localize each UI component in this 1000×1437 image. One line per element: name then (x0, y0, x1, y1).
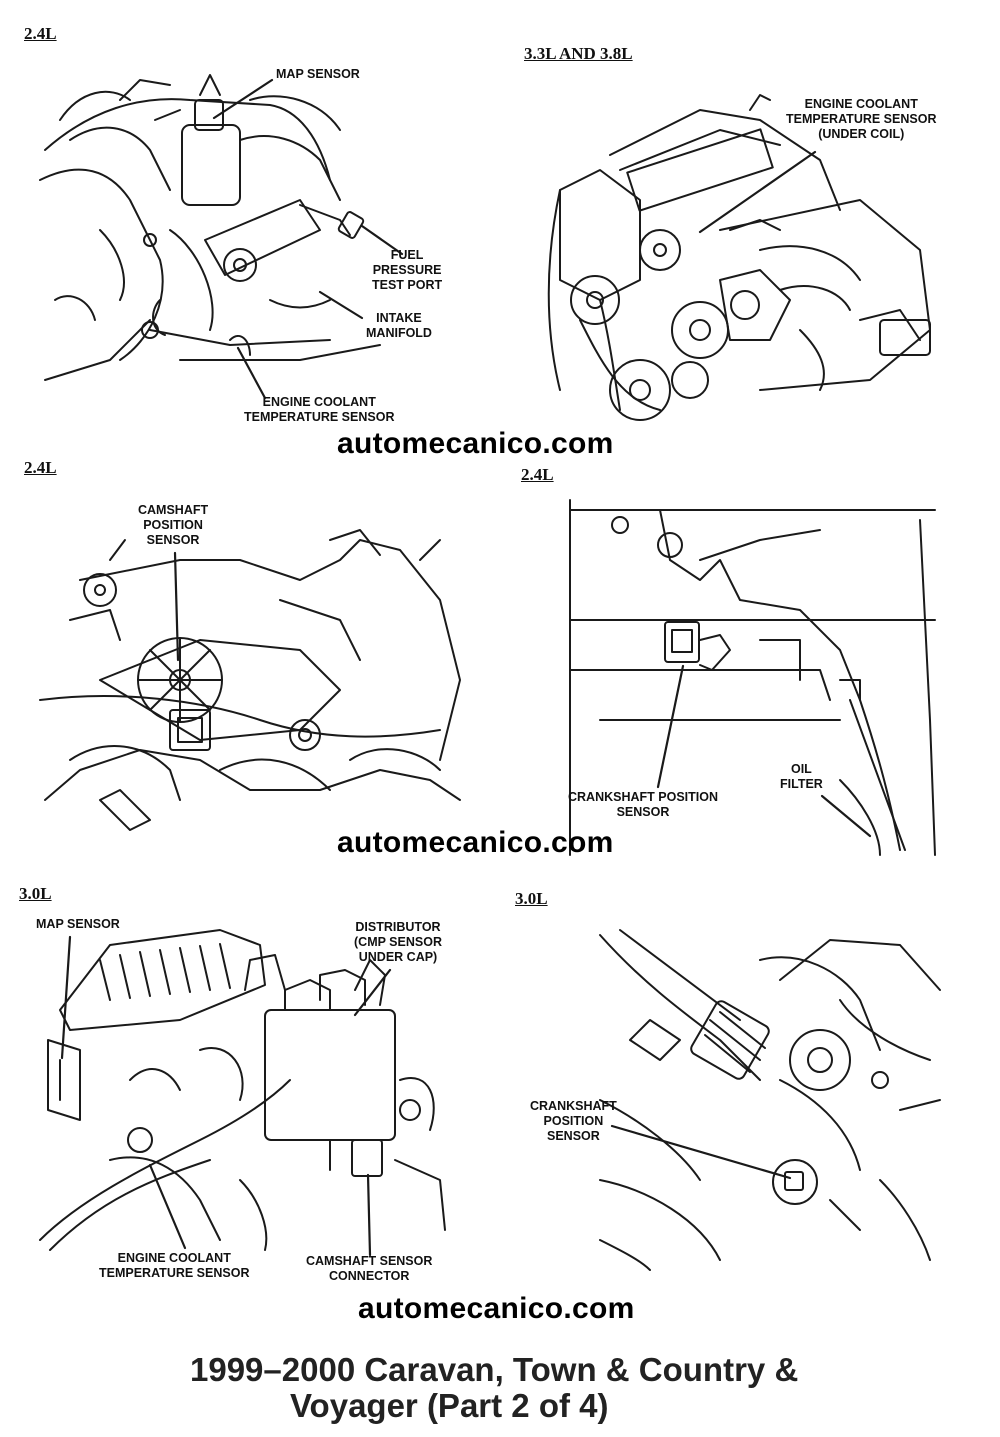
section-heading-2-4l-intake: 2.4L (24, 24, 57, 43)
panel-3-0l-distributor-drawing (39, 929, 446, 1251)
label-ect-sensor-3-0l: ENGINE COOLANT TEMPERATURE SENSOR (99, 1251, 249, 1281)
section-heading-3-3l-3-8l: 3.3L AND 3.8L (524, 44, 633, 63)
panel-3-3l-engine-drawing (547, 94, 931, 421)
label-line: FUEL (390, 248, 424, 262)
label-line: INTAKE (376, 311, 422, 325)
label-fuel-pressure-test-port: FUEL PRESSURE TEST PORT (372, 248, 442, 293)
watermark-bottom: automecanico.com (358, 1292, 635, 1325)
label-crankshaft-position-sensor-3-0l: CRANKSHAFT POSITION SENSOR (530, 1099, 617, 1144)
label-line: CAMSHAFT SENSOR (306, 1254, 433, 1268)
watermark-middle: automecanico.com (337, 826, 614, 859)
section-heading-3-0l-ckp: 3.0L (515, 889, 548, 908)
label-map-sensor-2-4l: MAP SENSOR (276, 67, 360, 81)
panel-2-4l-ckp-drawing (569, 499, 936, 856)
label-line: TEMPERATURE SENSOR (244, 410, 395, 424)
label-ect-sensor-2-4l: ENGINE COOLANT TEMPERATURE SENSOR (244, 395, 394, 425)
label-line: TEMPERATURE SENSOR (99, 1266, 250, 1280)
label-line: POSITION (143, 518, 203, 532)
label-camshaft-position-sensor: CAMSHAFT POSITION SENSOR (138, 503, 208, 548)
label-line: FILTER (780, 777, 823, 791)
watermark-top: automecanico.com (337, 427, 614, 460)
label-distributor: DISTRIBUTOR (CMP SENSOR UNDER CAP) (354, 920, 442, 965)
label-line: CRANKSHAFT POSITION (568, 790, 718, 804)
label-line: DISTRIBUTOR (355, 920, 441, 934)
label-line: UNDER CAP) (358, 950, 438, 964)
page-caption: 1999–2000 Caravan, Town & Country & Voya… (190, 1352, 798, 1424)
label-line: CRANKSHAFT (530, 1099, 617, 1113)
label-line: ENGINE COOLANT (262, 395, 376, 409)
label-line: ENGINE COOLANT (804, 97, 918, 111)
label-line: PRESSURE (372, 263, 442, 277)
label-line: TEMPERATURE SENSOR (786, 112, 937, 126)
label-intake-manifold: INTAKE MANIFOLD (366, 311, 432, 341)
caption-line-2: Voyager (Part 2 of 4) (290, 1387, 609, 1424)
label-line: CAMSHAFT (138, 503, 209, 517)
label-line: (CMP SENSOR (354, 935, 442, 949)
label-line: (UNDER COIL) (818, 127, 905, 141)
label-oil-filter: OIL FILTER (780, 762, 823, 792)
caption-line-1: 1999–2000 Caravan, Town & Country & (190, 1351, 799, 1388)
label-line: SENSOR (146, 533, 200, 547)
label-camshaft-sensor-connector: CAMSHAFT SENSOR CONNECTOR (306, 1254, 432, 1284)
label-line: SENSOR (616, 805, 670, 819)
leader-lines (60, 78, 872, 1257)
panel-3-0l-ckp-drawing (599, 929, 941, 1271)
label-crankshaft-position-sensor-2-4l: CRANKSHAFT POSITION SENSOR (568, 790, 718, 820)
panel-2-4l-intake-drawing (39, 74, 381, 381)
label-map-sensor-3-0l: MAP SENSOR (36, 917, 120, 931)
section-heading-3-0l-distributor: 3.0L (19, 884, 52, 903)
label-line: POSITION (543, 1114, 604, 1128)
label-line: SENSOR (547, 1129, 600, 1143)
label-line: ENGINE COOLANT (117, 1251, 231, 1265)
label-line: TEST PORT (372, 278, 443, 292)
panel-2-4l-cmp-drawing (39, 529, 461, 831)
label-ect-sensor-under-coil: ENGINE COOLANT TEMPERATURE SENSOR (UNDER… (786, 97, 936, 142)
label-line: OIL (790, 762, 812, 776)
label-line: MANIFOLD (366, 326, 432, 340)
section-heading-2-4l-cmp: 2.4L (24, 458, 57, 477)
section-heading-2-4l-ckp: 2.4L (521, 465, 554, 484)
label-line: CONNECTOR (329, 1269, 410, 1283)
